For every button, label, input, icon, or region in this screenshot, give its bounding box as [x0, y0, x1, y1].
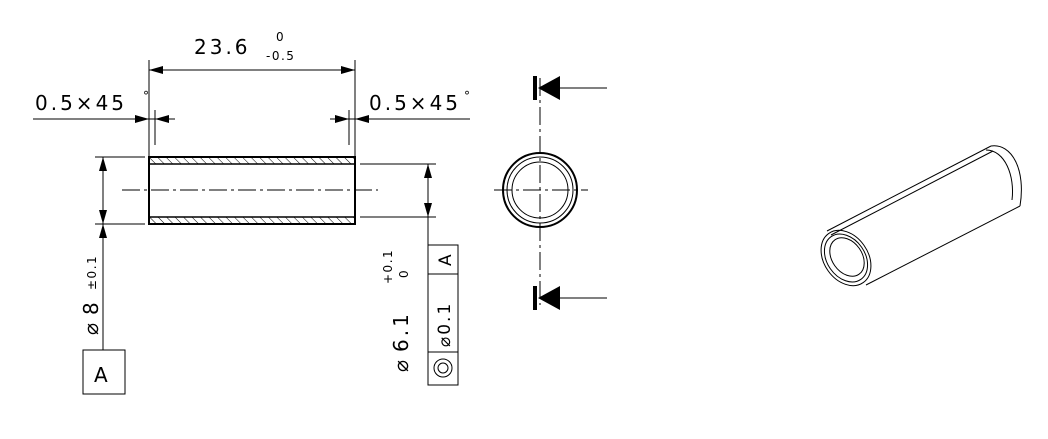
- section-arrow-top: [533, 76, 607, 100]
- svg-text:°: °: [143, 89, 151, 103]
- inner-diameter-lower: 0: [397, 269, 411, 278]
- fcf-tolerance: ⌀0.1: [435, 302, 455, 347]
- inner-diameter-symbol: ⌀: [389, 357, 413, 372]
- svg-text:°: °: [464, 89, 472, 103]
- inner-diameter-upper: +0.1: [381, 249, 395, 284]
- side-view: [122, 156, 378, 225]
- outer-diameter-symbol: ⌀: [79, 320, 103, 335]
- feature-control-frame: A ⌀0.1: [427, 244, 459, 386]
- inner-diameter-value: 6.1: [389, 311, 413, 352]
- iso-bore: [829, 237, 865, 277]
- chamfer-right-value: 0.5×45: [369, 91, 461, 115]
- length-lower-tol: -0.5: [266, 49, 295, 63]
- end-view: [494, 76, 607, 310]
- length-upper-tol: 0: [276, 30, 285, 44]
- length-value: 23.6: [194, 35, 251, 59]
- inner-diameter-dimension: ⌀ 6.1 +0.1 0: [360, 163, 436, 372]
- isometric-bushing: [820, 145, 1022, 287]
- chamfer-left-dimension: 0.5×45 °: [33, 89, 175, 145]
- length-dimension: 23.6 0 -0.5: [148, 30, 356, 157]
- outer-diameter-dimension: ⌀ 8 ±0.1: [79, 156, 145, 350]
- bottom-wall-hatch: [148, 216, 356, 225]
- section-arrow-bottom: [533, 286, 607, 310]
- iso-outer-rim: [820, 229, 872, 287]
- chamfer-right-dimension: 0.5×45 °: [330, 89, 472, 145]
- outer-diameter-value: 8: [79, 299, 103, 315]
- chamfer-left-value: 0.5×45: [35, 91, 127, 115]
- concentricity-icon: [433, 358, 453, 378]
- fcf-datum: A: [436, 252, 456, 266]
- top-wall-hatch: [148, 156, 356, 165]
- datum-label: A: [94, 363, 108, 387]
- outer-diameter-tol: ±0.1: [85, 255, 99, 290]
- datum-a-box: A: [82, 349, 126, 395]
